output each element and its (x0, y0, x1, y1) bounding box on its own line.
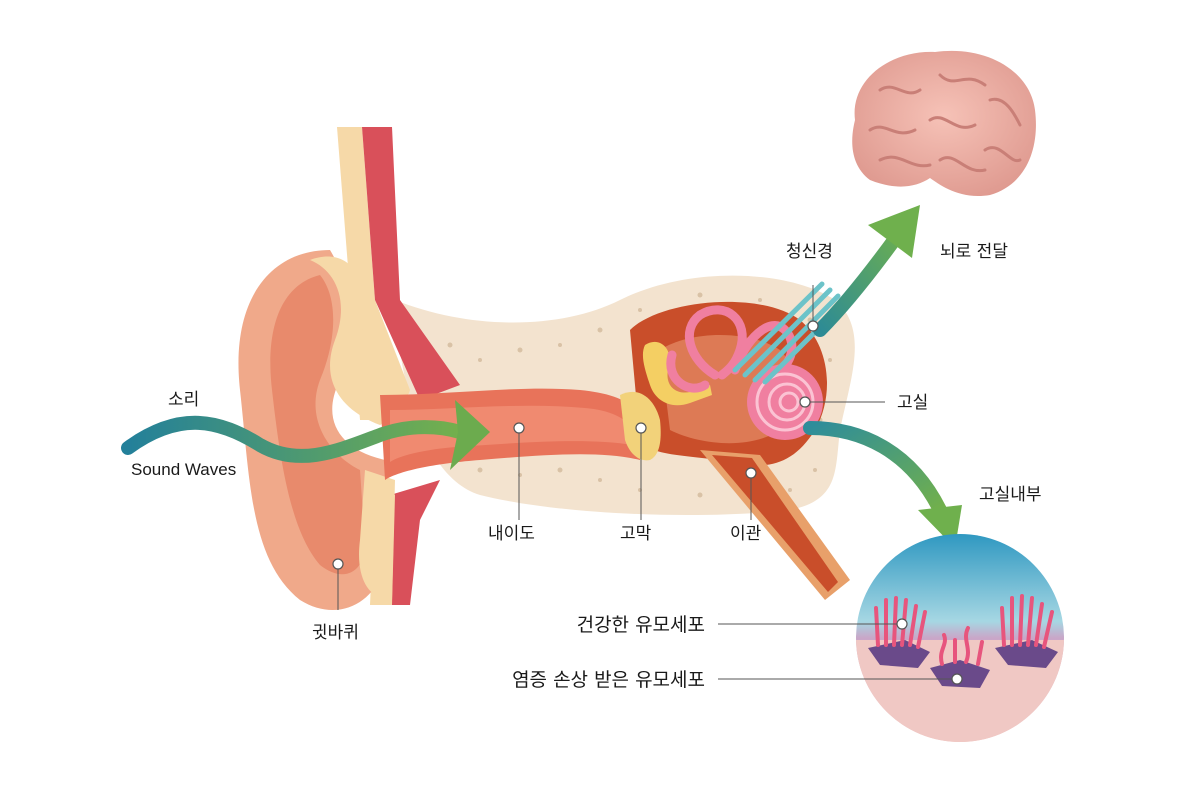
label-nerve: 청신경 (786, 242, 833, 262)
label-brain: 뇌로 전달 (940, 242, 1008, 262)
label-ear-canal: 내이도 (488, 524, 535, 544)
auricle-cartilage (310, 256, 410, 425)
label-eustachian: 이관 (730, 524, 761, 544)
detail-arrow (803, 421, 947, 517)
label-sound: 소리 (168, 390, 199, 410)
brain (852, 50, 1036, 197)
marker-dots (332, 320, 963, 685)
sound-wave-arrowhead (450, 400, 490, 470)
leader-lines (337, 285, 957, 680)
muscle-upper (362, 127, 460, 400)
ear-canal-light (390, 405, 632, 462)
auricle-inner (270, 275, 365, 575)
brain-arrow-head (868, 205, 920, 258)
lobe-cartilage (359, 470, 395, 600)
label-cochlea-inside: 고실내부 (979, 485, 1042, 505)
label-healthy-cells: 건강한 유모세포 (577, 614, 705, 636)
label-eardrum: 고막 (620, 524, 652, 544)
label-auricle: 귓바퀴 (312, 623, 359, 643)
bone-pores (447, 292, 832, 498)
label-damaged-cells: 염증 손상 받은 유모세포 (512, 669, 705, 691)
malleus (642, 341, 712, 406)
cochlea-detail-circle (856, 534, 1064, 742)
eustachian-tube-inner (712, 455, 838, 592)
label-sound-waves: Sound Waves (131, 460, 236, 479)
label-cochlea: 고실 (897, 393, 928, 413)
sound-wave (121, 415, 467, 463)
muscle-lower (390, 480, 440, 605)
